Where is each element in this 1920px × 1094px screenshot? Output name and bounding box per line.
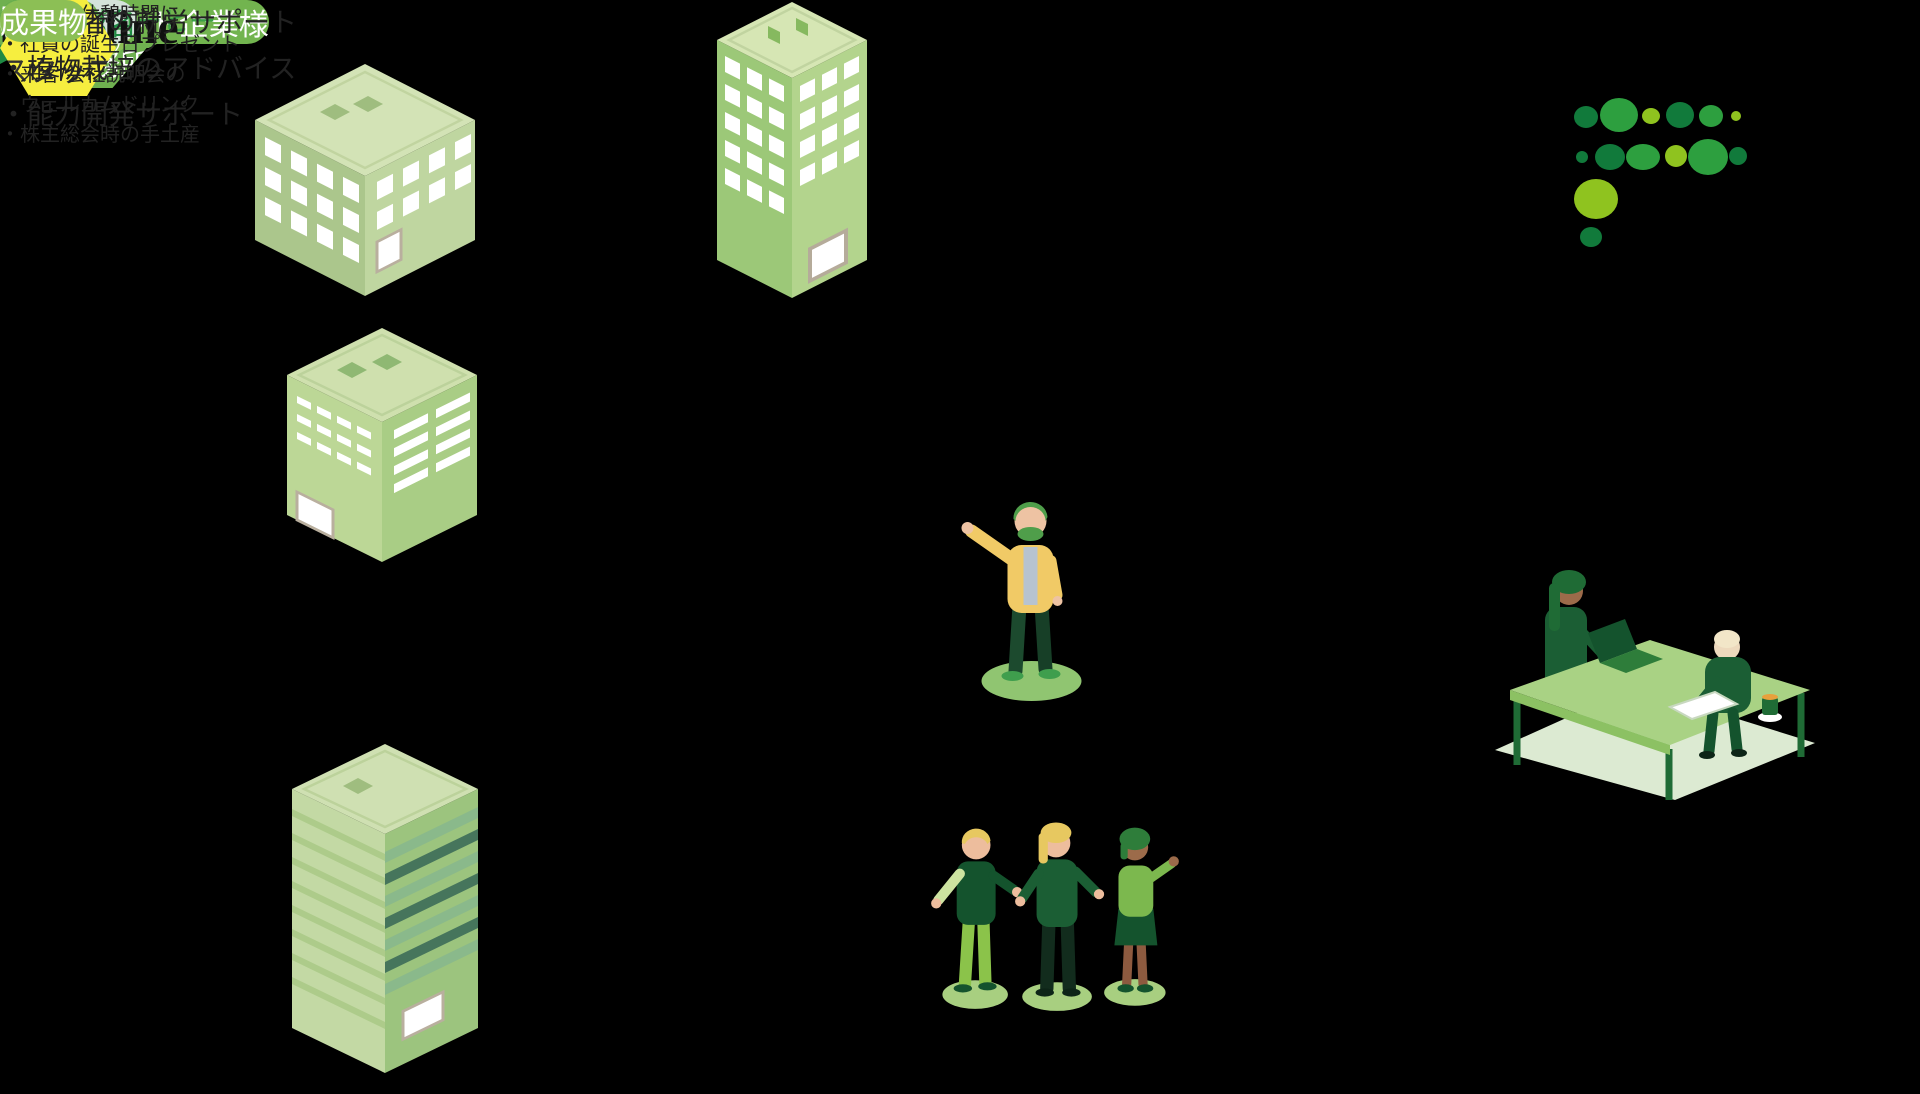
coffee-box-bullets: ・社員の休憩時間に ・社員の誕生日プレゼント ・来客/会社説明会の ウェルカムド… [0,0,240,150]
coffee-bullet-3: ・来客/会社説明会の [0,64,186,86]
workers-icon [931,822,1179,1011]
deliverable-pill: 成果物 [0,0,88,42]
support-service-2: ・植物栽培のアドバイス [0,54,297,84]
manager-icon [961,501,1082,701]
client-building-icon [717,2,867,298]
school-building-icon [255,64,475,296]
coffee-bullet-4: ウェルカムドリンク [0,94,200,116]
office-building-icon [287,328,477,562]
tower-building-icon [292,744,478,1073]
deliverable-label: 成果物 [0,8,88,40]
startline-logo-dots-icon [1574,98,1747,247]
support-service-3: ・能力開発サポート [0,100,243,130]
coffee-bullet-5: ・株主総会時の手土産 [0,124,200,146]
support-staff-icon [1495,570,1815,800]
